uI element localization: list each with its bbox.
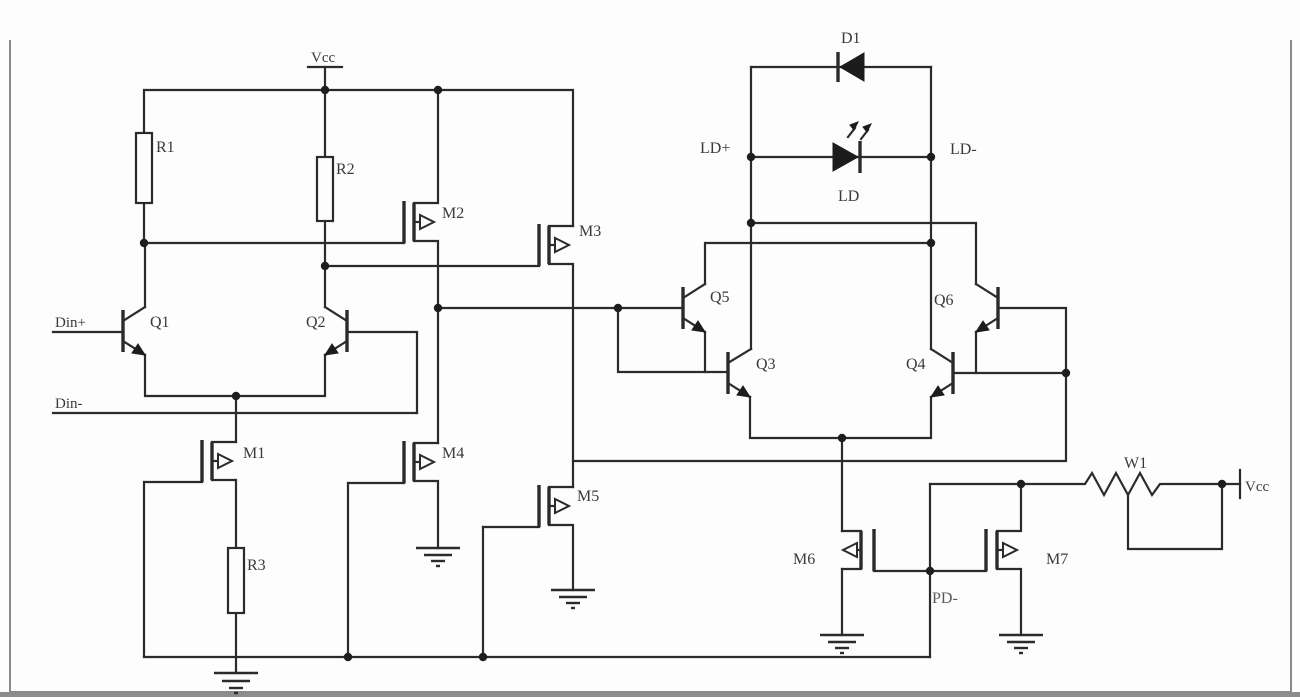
q2-label: Q2 <box>306 314 326 331</box>
m7-label: M7 <box>1046 551 1068 568</box>
m1-label: M1 <box>243 445 265 462</box>
ground-symbol-m6 <box>820 633 864 655</box>
mosfet-m1 <box>200 440 235 482</box>
mosfet-m5 <box>537 485 572 527</box>
w1-label: W1 <box>1124 455 1147 472</box>
r1-label: R1 <box>156 139 175 156</box>
m4-label: M4 <box>442 445 464 462</box>
ground-symbol-m5 <box>551 588 595 610</box>
scan-frame <box>0 40 1300 697</box>
resistor-r3 <box>226 546 246 615</box>
scan-bottom-edge <box>0 692 1300 697</box>
junction-dots <box>139 85 1227 662</box>
m6-label: M6 <box>793 551 815 568</box>
ld-plus-label: LD+ <box>700 140 730 157</box>
ground-symbol-m7 <box>999 633 1043 655</box>
q6-label: Q6 <box>934 292 954 309</box>
ground-symbol-r3 <box>214 671 258 695</box>
r2-label: R2 <box>336 161 355 178</box>
resistor-r2 <box>315 155 335 223</box>
transistor-q4 <box>929 347 955 399</box>
din-plus-label: Din+ <box>55 315 86 331</box>
din-minus-label: Din- <box>55 396 83 412</box>
pd-minus-label: PD- <box>932 590 958 607</box>
transistor-q1 <box>121 305 147 357</box>
transistor-q3 <box>726 347 753 399</box>
ld-label: LD <box>838 188 859 205</box>
resistor-r1 <box>134 131 154 205</box>
ground-symbol-m4 <box>416 546 460 568</box>
transistor-q5 <box>681 282 707 334</box>
vcc-top-label: Vcc <box>311 50 335 66</box>
mosfet-m7 <box>984 529 1020 571</box>
mosfet-m4 <box>402 441 437 483</box>
labels: Vcc Vcc Din+ Din- R1 R2 R3 Q1 Q2 Q5 Q3 Q… <box>55 30 1269 607</box>
laser-diode-ld <box>832 121 873 173</box>
light-emission-arrows-icon <box>846 121 873 141</box>
q5-label: Q5 <box>710 289 730 306</box>
vcc-right-label: Vcc <box>1245 479 1269 495</box>
m2-label: M2 <box>442 205 464 222</box>
ld-minus-label: LD- <box>950 141 977 158</box>
mosfet-m3 <box>537 224 572 266</box>
m3-label: M3 <box>579 223 601 240</box>
mosfet-m6 <box>840 529 876 571</box>
transistor-q6 <box>974 282 1000 334</box>
q3-label: Q3 <box>756 356 776 373</box>
q4-label: Q4 <box>906 356 926 373</box>
diode-d1 <box>836 52 865 82</box>
transistor-q2 <box>323 305 349 357</box>
d1-label: D1 <box>841 30 861 47</box>
m5-label: M5 <box>577 488 599 505</box>
q1-label: Q1 <box>150 314 170 331</box>
mosfet-m2 <box>402 201 437 243</box>
r3-label: R3 <box>247 557 266 574</box>
